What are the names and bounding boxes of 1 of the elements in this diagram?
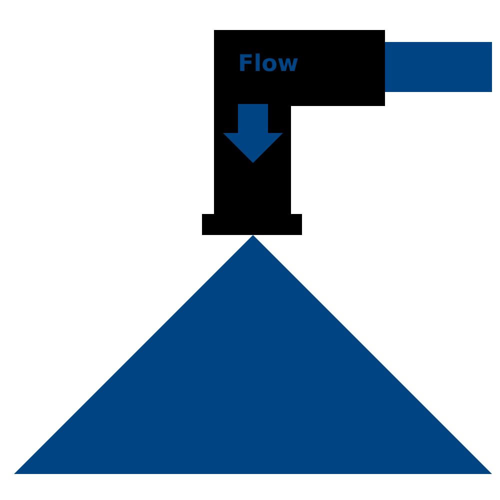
flow-label: Flow <box>238 50 299 78</box>
